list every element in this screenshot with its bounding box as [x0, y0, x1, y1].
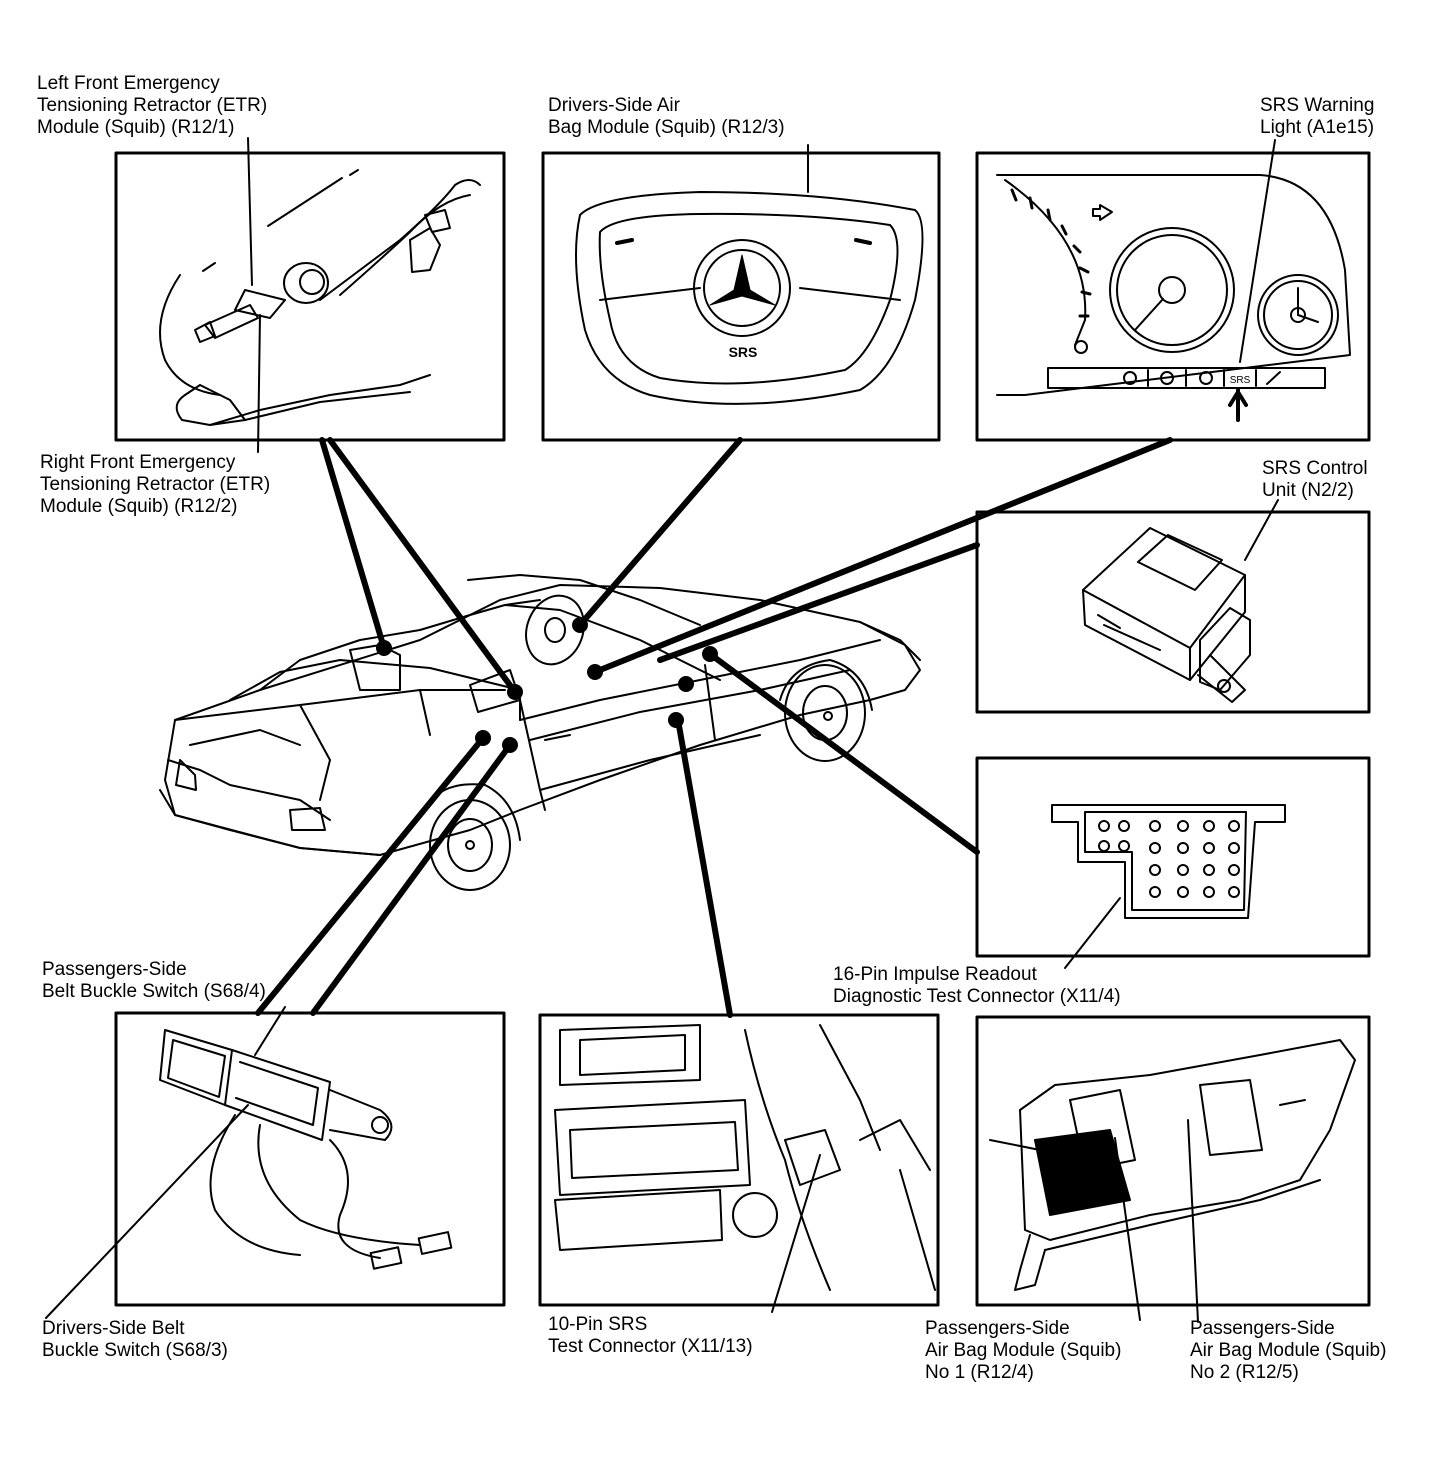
label-line: Test Connector (X11/13) [548, 1336, 753, 1357]
belt-buckle-illustration [159, 1029, 453, 1270]
label-passenger-airbag-2: Passengers-Side Air Bag Module (Squib) N… [1190, 1318, 1386, 1384]
label-line: Air Bag Module (Squib) [1190, 1340, 1387, 1361]
label-line: Light (A1e15) [1260, 117, 1375, 138]
panel-test-connector [538, 1013, 940, 1307]
label-driver-airbag: Drivers-Side Air Bag Module (Squib) (R12… [548, 95, 785, 139]
srs-control-unit-illustration [1082, 527, 1251, 703]
panel-etr [114, 151, 506, 442]
label-line: Passengers-Side [925, 1318, 1070, 1339]
label-passenger-airbag-1: Passengers-Side Air Bag Module (Squib) N… [925, 1318, 1121, 1384]
label-srs-control-unit: SRS Control Unit (N2/2) [1262, 458, 1368, 502]
label-line: Buckle Switch (S68/3) [42, 1340, 228, 1361]
label-line: Right Front Emergency [40, 452, 236, 473]
label-line: Diagnostic Test Connector (X11/4) [833, 986, 1121, 1007]
label-line: 10-Pin SRS [548, 1314, 648, 1335]
label-pointers [45, 137, 1279, 1323]
label-line: SRS Warning [1260, 95, 1375, 116]
label-line: Unit (N2/2) [1262, 480, 1354, 501]
label-line: 16-Pin Impulse Readout [833, 964, 1037, 985]
label-line: Tensioning Retractor (ETR) [40, 474, 271, 495]
label-line: Drivers-Side Belt [42, 1318, 185, 1339]
label-passenger-belt-buckle: Passengers-Side Belt Buckle Switch (S68/… [42, 959, 266, 1003]
label-line: Left Front Emergency [37, 73, 220, 94]
leader-lines [255, 437, 1173, 1018]
panel-belt-buckle [114, 1011, 506, 1307]
instrument-cluster-illustration [996, 174, 1351, 422]
label-right-front-etr: Right Front Emergency Tensioning Retract… [40, 452, 270, 518]
label-line: Module (Squib) (R12/1) [37, 117, 235, 138]
panel-passenger-airbag [975, 1015, 1371, 1307]
label-line: Passengers-Side [1190, 1318, 1335, 1339]
label-line: No 2 (R12/5) [1190, 1362, 1299, 1383]
panel-srs-control-unit [975, 510, 1371, 714]
engine-bay-illustration [554, 1024, 936, 1291]
passenger-airbag-illustration [989, 1039, 1356, 1291]
car-illustration [159, 574, 921, 891]
label-line: SRS Control [1262, 458, 1368, 479]
etr-illustration [159, 169, 481, 426]
label-srs-warning-light: SRS Warning Light (A1e15) [1260, 95, 1374, 139]
label-diagnostic-connector: 16-Pin Impulse Readout Diagnostic Test C… [833, 964, 1121, 1008]
cluster-indicator-text: SRS [1230, 375, 1251, 386]
label-line: No 1 (R12/4) [925, 1362, 1034, 1383]
panel-diagnostic-connector [975, 756, 1371, 958]
label-line: Tensioning Retractor (ETR) [37, 95, 268, 116]
label-srs-test-connector: 10-Pin SRS Test Connector (X11/13) [548, 1314, 753, 1358]
label-line: Drivers-Side Air [548, 95, 680, 116]
wheel-badge-text: SRS [729, 344, 758, 360]
label-driver-belt-buckle: Drivers-Side Belt Buckle Switch (S68/3) [42, 1318, 228, 1362]
label-line: Passengers-Side [42, 959, 187, 980]
diagnostic-connector-illustration [1051, 804, 1286, 919]
label-line: Module (Squib) (R12/2) [40, 496, 238, 517]
label-line: Belt Buckle Switch (S68/4) [42, 981, 266, 1002]
steering-wheel-airbag-illustration [575, 191, 924, 405]
label-line: Air Bag Module (Squib) [925, 1340, 1122, 1361]
label-left-front-etr: Left Front Emergency Tensioning Retracto… [37, 73, 267, 139]
label-line: Bag Module (Squib) (R12/3) [548, 117, 785, 138]
